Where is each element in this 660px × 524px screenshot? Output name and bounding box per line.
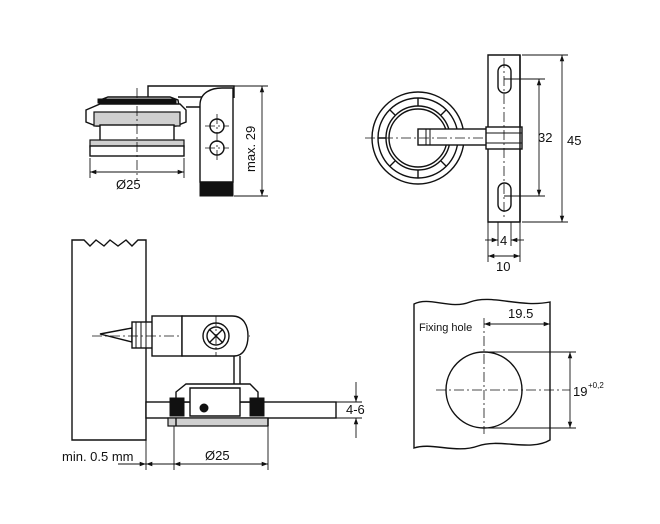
dim-top-left-diameter: Ø25 bbox=[116, 177, 141, 192]
dim-bottom-left-min: min. 0.5 mm bbox=[62, 449, 134, 464]
fixing-hole-view bbox=[413, 298, 576, 450]
mounted-section-view bbox=[71, 239, 362, 470]
dim-bottom-right-tolerance: +0,2 bbox=[588, 381, 604, 390]
dim-top-right-outer-height: 45 bbox=[567, 133, 581, 148]
dim-top-right-outer-width: 10 bbox=[496, 259, 510, 274]
dim-bottom-right-height: 19 bbox=[573, 384, 587, 399]
dim-top-right-inner-width: 4 bbox=[500, 233, 507, 248]
dim-bottom-left-thickness: 4-6 bbox=[346, 402, 365, 417]
dim-top-right-inner-height: 32 bbox=[538, 130, 552, 145]
fixing-hole-label: Fixing hole bbox=[419, 322, 472, 334]
dim-bottom-left-diameter: Ø25 bbox=[205, 448, 230, 463]
side-view bbox=[85, 85, 268, 197]
dim-bottom-right-offset: 19.5 bbox=[508, 306, 533, 321]
plan-view bbox=[365, 54, 568, 262]
dim-top-left-height: max. 29 bbox=[243, 126, 258, 172]
